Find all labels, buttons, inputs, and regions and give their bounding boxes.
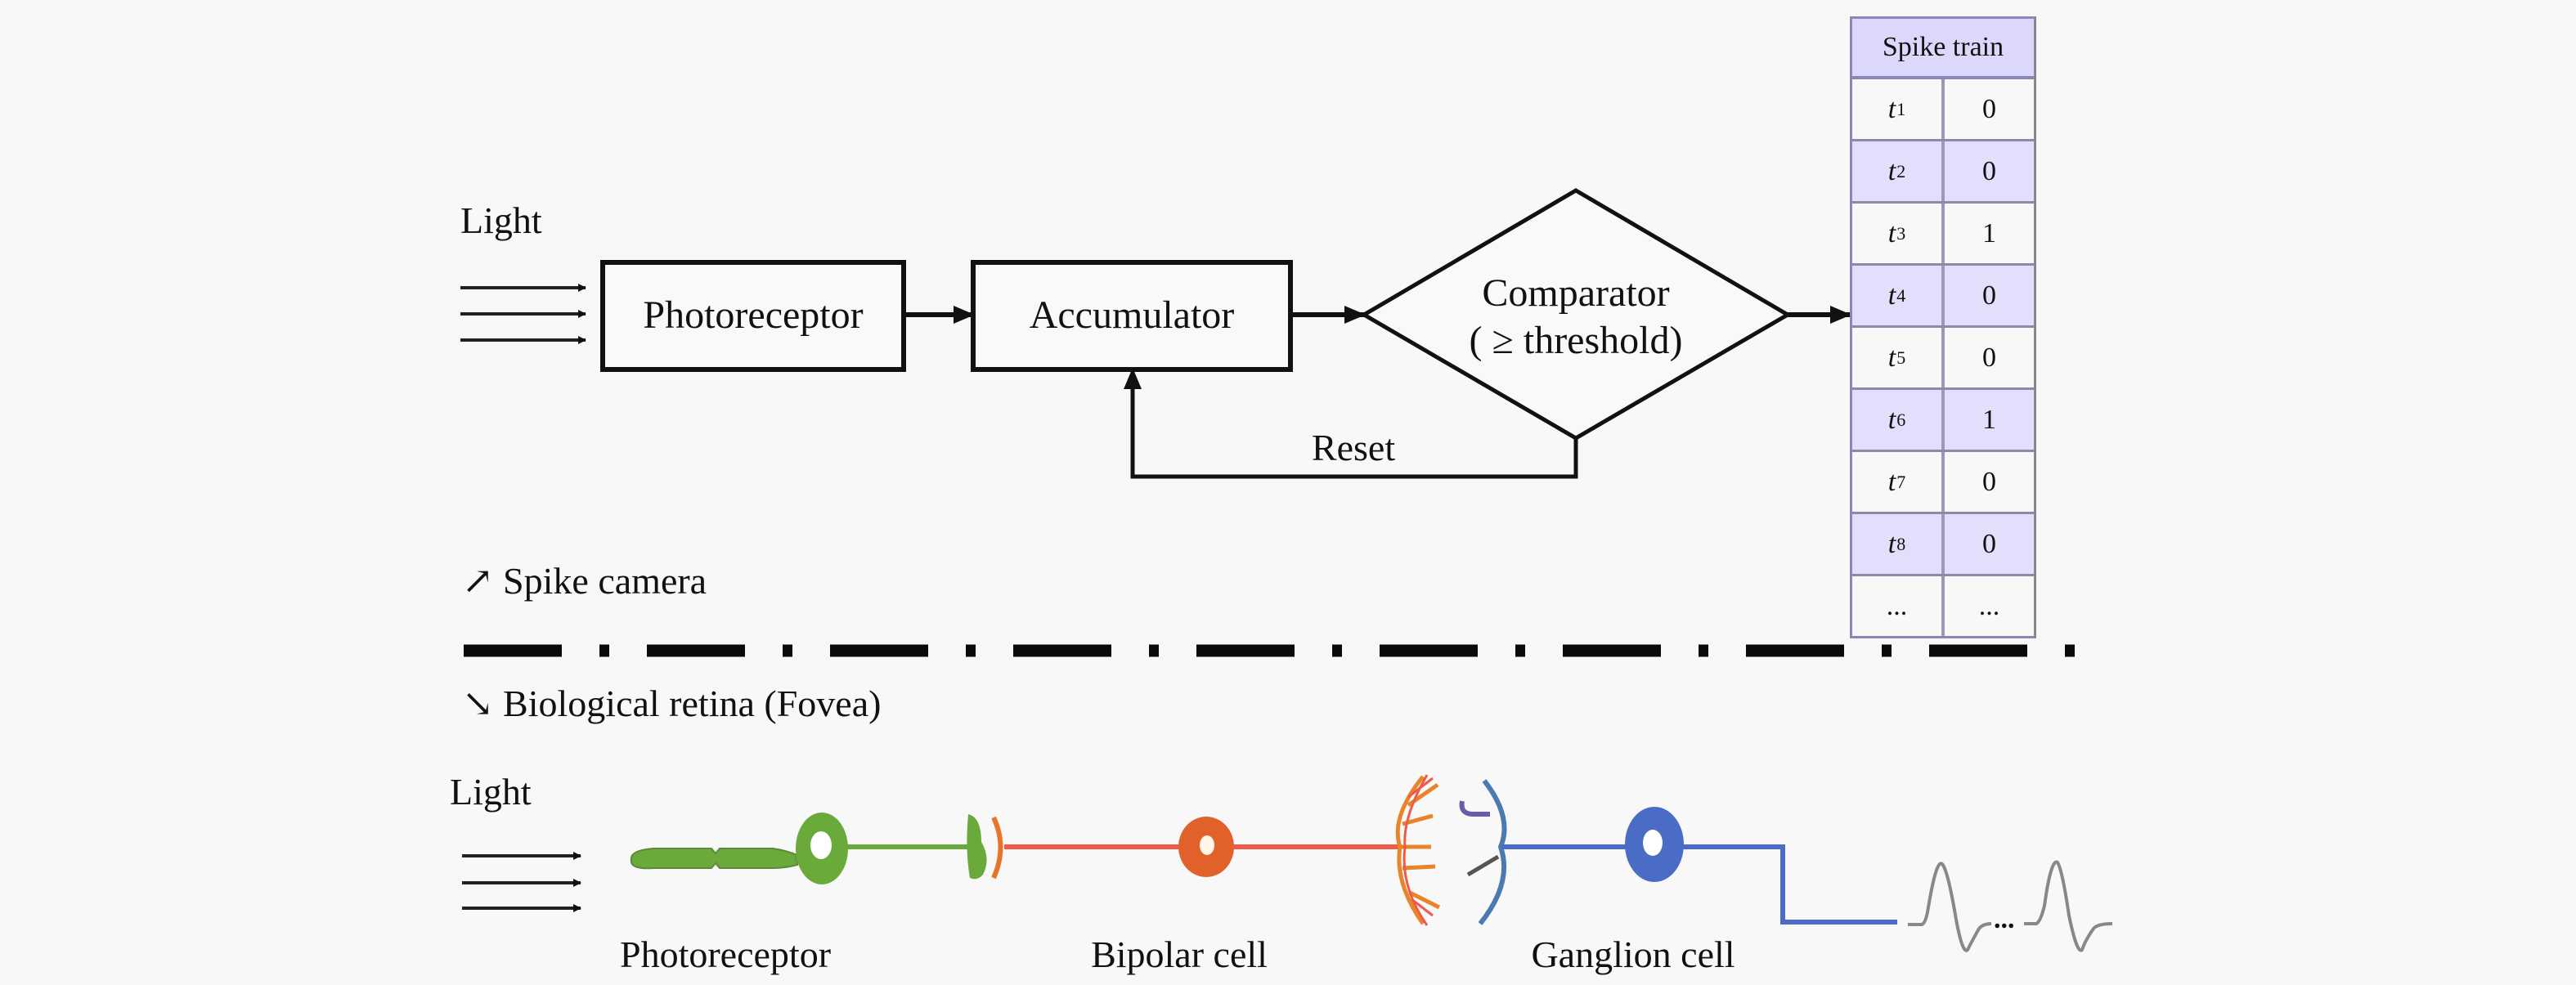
spike-train-value-cell: ... <box>1978 590 2000 621</box>
time-index: 8 <box>1896 533 1906 554</box>
bipolar-cell-label: Bipolar cell <box>1091 934 1268 975</box>
light-label-top: Light <box>460 199 542 241</box>
spike-train-value-cell: 0 <box>1982 528 1996 559</box>
time-symbol: ... <box>1886 590 1908 621</box>
time-symbol: t <box>1887 466 1896 497</box>
spike-train-value-cell: 1 <box>1982 404 1996 435</box>
photoreceptor-box <box>600 260 906 372</box>
comparator-label: Comparator <box>1482 271 1670 315</box>
comparator-threshold-label: ( ≥ threshold) <box>1469 319 1683 362</box>
spike-train-value-cell: 0 <box>1982 280 1996 311</box>
spike-ellipsis: ... <box>1994 904 2015 934</box>
time-index: 6 <box>1896 409 1906 430</box>
time-index: 3 <box>1896 222 1906 244</box>
photoreceptor-box-label: Photoreceptor <box>643 293 864 337</box>
time-symbol: t <box>1887 404 1896 435</box>
photoreceptor-cell <box>630 813 987 884</box>
time-symbol: t <box>1887 280 1896 311</box>
time-symbol: t <box>1887 93 1896 124</box>
photoreceptor-cell-label: Photoreceptor <box>619 934 832 975</box>
bipolar-cell <box>991 774 1441 926</box>
time-index: 7 <box>1896 471 1906 492</box>
ganglion-cell-label: Ganglion cell <box>1531 934 1735 975</box>
ganglion-cell <box>1459 779 1897 925</box>
accumulator-box-label: Accumulator <box>1029 293 1235 337</box>
reset-feedback-line <box>1124 368 1578 479</box>
time-index: 1 <box>1896 98 1906 119</box>
time-symbol: t <box>1887 217 1896 248</box>
time-symbol: t <box>1887 342 1896 373</box>
spike-train-header: Spike train <box>1852 19 2034 79</box>
spike-train-value-cell: 0 <box>1982 466 1996 497</box>
time-index: 2 <box>1896 160 1906 181</box>
spike-train-value-cell: 1 <box>1982 217 1996 248</box>
reset-label: Reset <box>1311 427 1396 468</box>
time-index: 4 <box>1896 284 1906 306</box>
time-symbol: t <box>1887 155 1896 186</box>
spike-train-time-cell: ... <box>1852 576 1945 636</box>
light-arrows-bottom <box>462 852 581 912</box>
light-label-bottom: Light <box>450 771 532 813</box>
spike-train-row: ...... <box>1852 576 2034 636</box>
spike-train-value-cell: 0 <box>1982 155 1996 186</box>
time-index: 5 <box>1896 347 1906 368</box>
spike-train-value-cell: 0 <box>1982 342 1996 373</box>
spike-train-value-cell: 0 <box>1982 93 1996 124</box>
time-symbol: t <box>1887 528 1896 559</box>
spike-camera-section-label: ↗ Spike camera <box>462 560 707 602</box>
light-arrows-top <box>460 284 586 344</box>
spike-waveforms <box>1908 860 2113 952</box>
retina-section-label: ↘ Biological retina (Fovea) <box>462 683 882 724</box>
